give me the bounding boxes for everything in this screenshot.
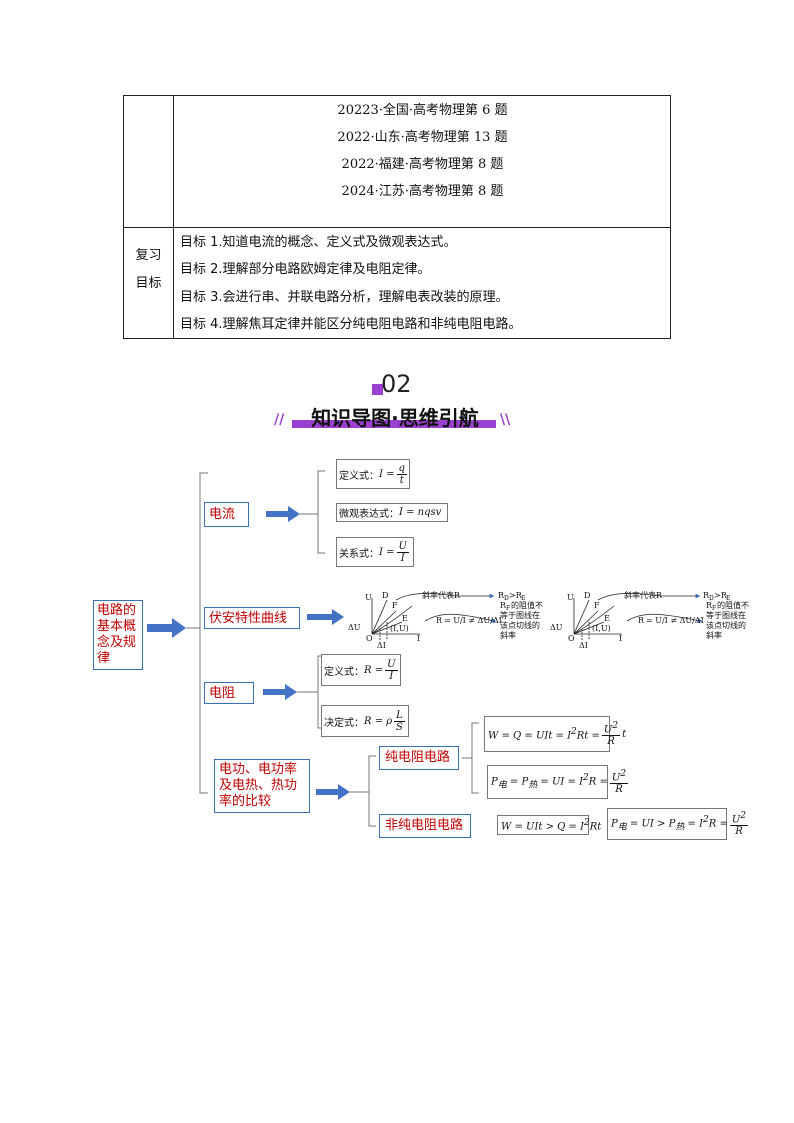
iv-curve-node: 伏安特性曲线: [204, 607, 300, 629]
decor-slash: //: [274, 412, 285, 428]
section-title: 知识导图·思维引航: [311, 406, 479, 430]
svg-text:ΔU: ΔU: [550, 623, 563, 632]
svg-text:I: I: [619, 634, 622, 643]
svg-text:E: E: [521, 595, 525, 602]
iv-graph-1-labels: U D F E ΔU O I ΔI (I,U) R = U/I ≠ ΔU/ΔI …: [348, 590, 543, 650]
svg-text:E: E: [604, 614, 610, 623]
svg-text:F: F: [712, 605, 716, 612]
svg-text:F: F: [392, 601, 398, 610]
svg-text:斜率: 斜率: [500, 630, 516, 640]
svg-text:(I,U): (I,U): [390, 624, 409, 633]
table-divider: [124, 227, 670, 228]
decor-slash: \\: [500, 412, 511, 428]
iv-graph-1: [371, 592, 497, 640]
svg-text:斜率代表R: 斜率代表R: [624, 590, 663, 600]
root-node: 电路的基本概念及规律: [93, 600, 143, 670]
pure-resistor-node: 纯电阻电路: [379, 746, 459, 770]
svg-text:D: D: [382, 591, 388, 600]
svg-text:R: R: [706, 601, 713, 610]
svg-text:D: D: [584, 591, 590, 600]
goal-item: 目标 3.会进行串、并联电路分析，理解电表改装的原理。: [180, 290, 509, 305]
review-label: 复习: [135, 248, 162, 263]
section-number: 02: [381, 370, 412, 398]
svg-text:R: R: [638, 616, 645, 625]
svg-text:R: R: [500, 601, 507, 610]
resistance-node: 电阻: [204, 682, 254, 704]
exam-ref: 2022·福建·高考物理第 8 题: [341, 157, 504, 172]
arrow-icon: [307, 609, 344, 625]
svg-text:F: F: [594, 601, 600, 610]
arrow-icon: [147, 618, 186, 638]
svg-text:D: D: [709, 595, 714, 602]
svg-text:R: R: [436, 616, 443, 625]
svg-text:的阻值不: 的阻值不: [717, 600, 749, 610]
section-highlight: [292, 420, 496, 428]
power-node: 电功、电功率及电热、热功率的比较: [214, 759, 310, 813]
nonpure-resistor-node: 非纯电阻电路: [379, 814, 471, 838]
exam-ref: 2022·山东·高考物理第 13 题: [337, 130, 508, 145]
iv-graph-2: [573, 592, 703, 640]
svg-text:斜率: 斜率: [706, 630, 722, 640]
iv-graph-2-labels: U D F E ΔU O I ΔI (I,U) R = U/I ≠ ΔU/ΔI …: [550, 590, 749, 650]
svg-text:(I,U): (I,U): [592, 624, 611, 633]
svg-text:= U/I ≠ ΔU/ΔI: = U/I ≠ ΔU/ΔI: [646, 616, 704, 625]
svg-text:等于图线在: 等于图线在: [500, 610, 540, 620]
goal-item: 目标 2.理解部分电路欧姆定律及电阻定律。: [180, 262, 431, 277]
nonpure-work-formula: W = UIt > Q = I2Rt: [497, 815, 601, 835]
svg-text:ΔI: ΔI: [579, 641, 588, 650]
goal-item: 目标 1.知道电流的概念、定义式及微观表达式。: [180, 235, 457, 250]
svg-text:R: R: [498, 591, 505, 600]
svg-text:等于图线在: 等于图线在: [706, 610, 746, 620]
svg-text:>R: >R: [714, 591, 728, 600]
svg-text:斜率代表R: 斜率代表R: [422, 590, 461, 600]
svg-text:O: O: [366, 634, 373, 643]
arrow-icon: [316, 784, 350, 800]
svg-text:U: U: [567, 593, 574, 602]
review-table: 20223·全国·高考物理第 6 题 2022·山东·高考物理第 13 题 20…: [123, 95, 671, 339]
arrow-icon: [263, 684, 297, 700]
current-node: 电流: [204, 502, 249, 527]
table-divider: [173, 96, 174, 338]
svg-text:E: E: [726, 595, 730, 602]
svg-text:E: E: [402, 614, 408, 623]
svg-text:= U/I ≠ ΔU/ΔI: = U/I ≠ ΔU/ΔI: [444, 616, 502, 625]
svg-text:ΔU: ΔU: [348, 623, 361, 632]
exam-ref: 20223·全国·高考物理第 6 题: [337, 103, 508, 118]
review-label: 目标: [135, 276, 162, 291]
svg-text:U: U: [365, 593, 372, 602]
svg-text:的阻值不: 的阻值不: [511, 600, 543, 610]
svg-text:D: D: [504, 595, 509, 602]
svg-text:>R: >R: [509, 591, 523, 600]
arrow-icon: [266, 506, 300, 522]
svg-text:该点切线的: 该点切线的: [500, 620, 540, 630]
exam-ref: 2024·江苏·高考物理第 8 题: [341, 184, 504, 199]
svg-text:R: R: [703, 591, 710, 600]
svg-text:I: I: [417, 634, 420, 643]
section-marker: [372, 384, 383, 395]
goal-item: 目标 4.理解焦耳定律并能区分纯电阻电路和非纯电阻电路。: [180, 317, 522, 332]
svg-text:F: F: [506, 605, 510, 612]
svg-text:O: O: [568, 634, 575, 643]
svg-text:ΔI: ΔI: [377, 641, 386, 650]
current-micro-formula: 微观表达式： I = nqsv: [336, 503, 448, 522]
svg-text:该点切线的: 该点切线的: [706, 620, 746, 630]
